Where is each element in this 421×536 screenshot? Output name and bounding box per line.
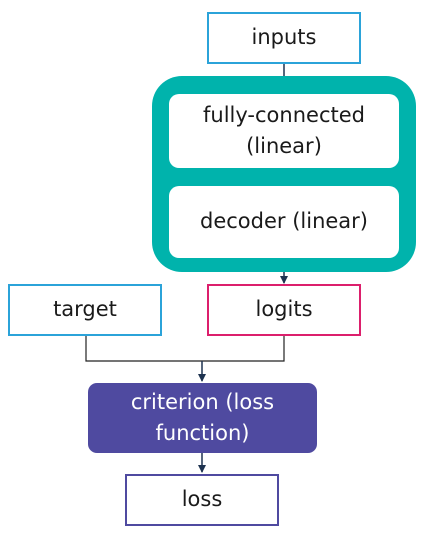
inputs-node: inputs: [207, 12, 361, 64]
loss-label: loss: [181, 487, 223, 512]
logits-node: logits: [207, 284, 361, 336]
inputs-label: inputs: [251, 25, 317, 50]
decoder-node: decoder (linear): [169, 186, 399, 258]
connector-target-logits-merge: [85, 335, 285, 362]
decoder-label: decoder (linear): [200, 209, 368, 234]
logits-label: logits: [255, 297, 313, 322]
loss-node: loss: [125, 474, 279, 526]
target-label: target: [53, 297, 117, 322]
target-node: target: [8, 284, 162, 336]
fully-connected-node: fully-connected (linear): [169, 94, 399, 168]
fully-connected-label: fully-connected (linear): [203, 102, 365, 159]
criterion-label: criterion (loss function): [130, 389, 275, 446]
criterion-node: criterion (loss function): [88, 383, 317, 453]
